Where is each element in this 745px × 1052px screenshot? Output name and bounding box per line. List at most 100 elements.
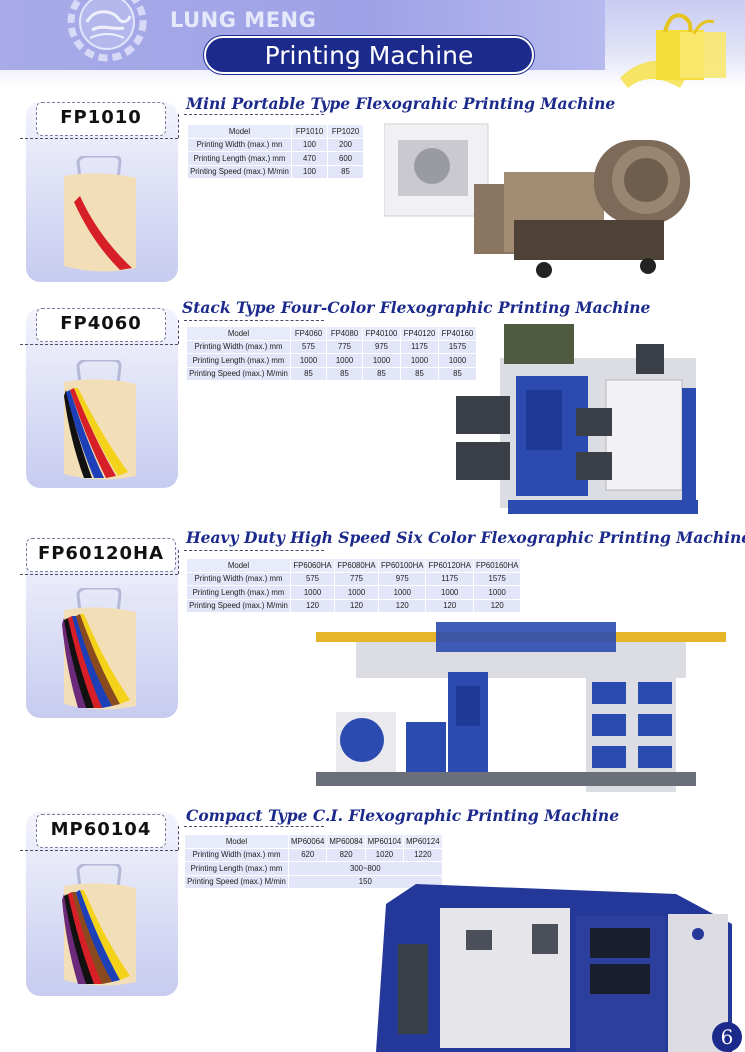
- section-title: Stack Type Four-Color Flexographic Print…: [182, 298, 651, 317]
- dashed-leader: [20, 850, 178, 851]
- table-cell: FP40120: [400, 326, 439, 341]
- table-cell: 975: [377, 571, 427, 586]
- table-cell: Printing Speed (max.) M/min: [186, 598, 291, 613]
- printed-bag-icon: [64, 156, 136, 272]
- dashed-connector: [178, 320, 184, 344]
- model-tag: FP60120HA: [26, 538, 176, 572]
- title-underline: [184, 550, 324, 551]
- model-tag: FP4060: [36, 308, 166, 342]
- printed-bag-icon: [62, 588, 136, 710]
- stack-flexo-machine-photo: [456, 324, 698, 514]
- table-cell: 120: [472, 598, 522, 613]
- printed-bag-icon: [64, 360, 136, 480]
- table-cell: 85: [400, 366, 439, 381]
- table-cell: 620: [287, 847, 328, 862]
- table-cell: 85: [327, 164, 364, 179]
- table-cell: 150: [288, 874, 443, 889]
- page-title: Printing Machine: [264, 41, 474, 70]
- section-fp1010: FP1010 Mini Portable Type Flexograhic Pr…: [0, 92, 745, 282]
- table-cell: Model: [186, 326, 291, 341]
- table-cell: FP60160HA: [472, 558, 522, 573]
- table-cell: 120: [290, 598, 335, 613]
- mini-flexo-machine-photo: [384, 123, 690, 278]
- table-cell: FP60100HA: [377, 558, 427, 573]
- table-cell: 470: [291, 151, 328, 166]
- dashed-leader: [20, 344, 178, 345]
- table-cell: 120: [425, 598, 474, 613]
- table-cell: FP4080: [326, 326, 363, 341]
- table-cell: 1000: [400, 353, 439, 368]
- section-title: Mini Portable Type Flexograhic Printing …: [186, 94, 616, 113]
- table-cell: 1220: [403, 847, 443, 862]
- table-cell: 1575: [472, 571, 522, 586]
- table-cell: MP60104: [364, 834, 405, 849]
- table-cell: 1000: [290, 585, 335, 600]
- table-cell: FP40160: [438, 326, 477, 341]
- table-cell: Model: [184, 834, 289, 849]
- table-cell: FP40100: [362, 326, 401, 341]
- table-cell: 1175: [425, 571, 474, 586]
- table-cell: 975: [362, 339, 401, 354]
- page-title-pill: Printing Machine: [204, 36, 534, 74]
- model-tag-label: MP60104: [50, 819, 152, 840]
- table-cell: 1000: [425, 585, 474, 600]
- table-cell: 85: [362, 366, 401, 381]
- table-cell: 600: [327, 151, 364, 166]
- brand-name: LUNG MENG: [170, 8, 317, 32]
- table-cell: 1000: [438, 353, 477, 368]
- model-tag-label: FP1010: [60, 107, 142, 128]
- table-cell: 85: [438, 366, 477, 381]
- table-cell: Printing Length (max.) mm: [186, 353, 291, 368]
- table-cell: Printing Width (max.) mm: [186, 571, 291, 586]
- table-cell: Printing Width (max.) mm: [186, 339, 291, 354]
- table-cell: 1175: [400, 339, 439, 354]
- table-cell: 1000: [290, 353, 327, 368]
- compact-ci-flexo-machine-photo: [376, 884, 732, 1052]
- section-title: Heavy Duty High Speed Six Color Flexogra…: [186, 528, 745, 547]
- table-cell: 120: [377, 598, 427, 613]
- table-cell: 85: [326, 366, 363, 381]
- section-title: Compact Type C.I. Flexographic Printing …: [186, 806, 620, 825]
- page-header: LUNG MENG Printing Machine: [0, 0, 745, 88]
- dashed-leader: [20, 574, 178, 575]
- table-cell: 575: [290, 571, 335, 586]
- dashed-connector: [178, 550, 184, 574]
- model-tag-label: FP4060: [60, 313, 142, 334]
- dashed-connector: [178, 826, 184, 850]
- dashed-leader: [20, 138, 178, 139]
- table-cell: FP60120HA: [425, 558, 474, 573]
- printed-bag-icon: [62, 864, 136, 986]
- table-cell: 1000: [377, 585, 427, 600]
- table-cell: Printing Speed (max.) M/min: [184, 874, 289, 889]
- section-fp4060: FP4060 Stack Type Four-Color Flexographi…: [0, 298, 745, 514]
- page-number: 6: [712, 1022, 742, 1052]
- table-cell: Printing Length (max.) mm: [186, 585, 291, 600]
- table-cell: FP4060: [290, 326, 327, 341]
- dragon-gear-logo-icon: [67, 0, 147, 62]
- table-cell: 1000: [362, 353, 401, 368]
- table-cell: 1000: [472, 585, 522, 600]
- table-cell: MP60084: [326, 834, 366, 849]
- table-cell: 200: [327, 137, 364, 152]
- table-cell: 1020: [364, 847, 405, 862]
- table-cell: 1000: [326, 353, 363, 368]
- title-underline: [184, 826, 324, 827]
- table-cell: FP6080HA: [334, 558, 379, 573]
- title-underline: [184, 114, 324, 115]
- table-cell: Model: [186, 558, 291, 573]
- shopping-bag-illustration-icon: [620, 13, 726, 88]
- table-cell: FP6060HA: [290, 558, 335, 573]
- table-cell: 85: [290, 366, 327, 381]
- table-cell: 100: [291, 137, 328, 152]
- model-tag: MP60104: [36, 814, 166, 848]
- section-fp60120ha: FP60120HA Heavy Duty High Speed Six Colo…: [0, 528, 745, 792]
- table-cell: 775: [334, 571, 379, 586]
- table-cell: FP1010: [291, 124, 328, 139]
- six-color-flexo-machine-photo: [316, 622, 726, 792]
- table-cell: Printing Length (max.) mm: [187, 151, 292, 166]
- table-cell: Printing Speed (max.) M/min: [186, 366, 291, 381]
